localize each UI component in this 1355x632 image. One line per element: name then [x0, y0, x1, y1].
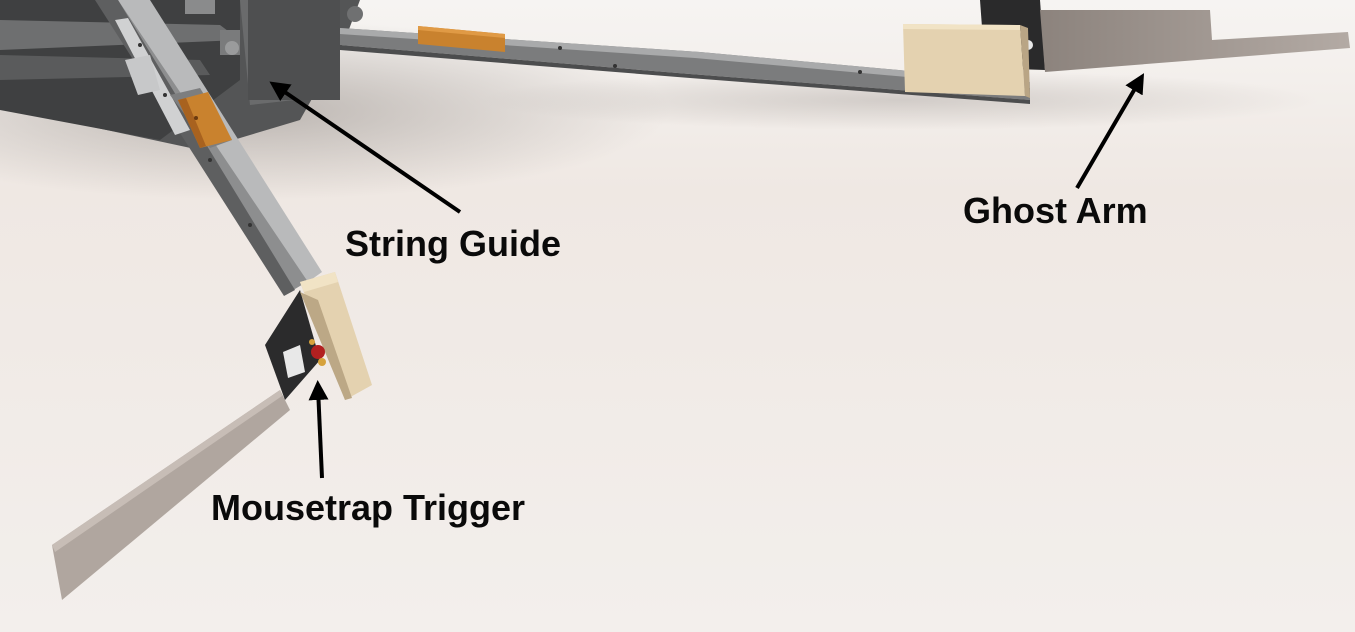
right-rail — [340, 28, 1030, 104]
arrow-icon — [269, 81, 462, 214]
orange-slider-block-left — [178, 92, 232, 148]
lower-arm-panel — [52, 390, 290, 600]
ghost-arm-label: Ghost Arm — [963, 190, 1148, 231]
mousetrap-trigger-label: Mousetrap Trigger — [211, 487, 526, 528]
ghost-arm-assembly — [903, 0, 1350, 98]
arrow-icon — [1075, 73, 1145, 190]
floor-shadow-right — [480, 70, 1320, 130]
string-guide-label: String Guide — [345, 223, 561, 264]
arrow-icon — [308, 380, 329, 479]
mousetrap-trigger-assembly — [52, 272, 372, 600]
ghost-arm-panel — [1040, 10, 1350, 72]
